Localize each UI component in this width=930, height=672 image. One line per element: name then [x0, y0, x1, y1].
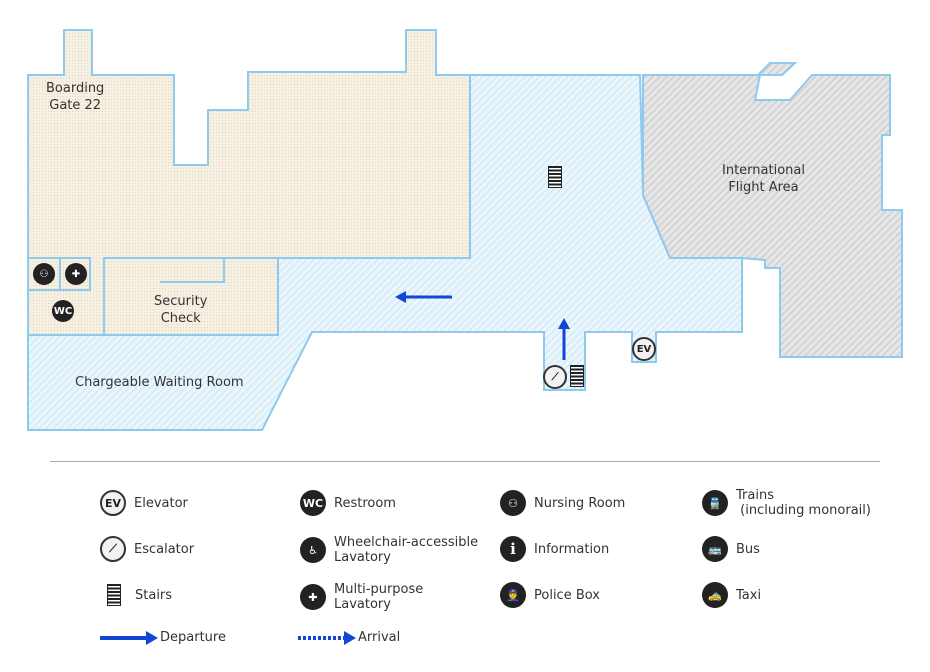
wheelchair-icon: ♿ [300, 537, 326, 563]
train-icon: 🚆 [702, 490, 728, 516]
departure-arrowhead [395, 291, 406, 303]
legend-label: Police Box [534, 587, 600, 603]
legend-label: Wheelchair-accessible Lavatory [334, 535, 479, 565]
nursing-room-icon[interactable]: ⚇ [33, 263, 55, 285]
legend-label: Nursing Room [534, 495, 626, 511]
international-area [642, 74, 903, 358]
elevator-icon: EV [100, 490, 126, 516]
legend-trains: 🚆 Trains (including monorail) [702, 488, 871, 518]
legend-label: Restroom [334, 495, 396, 511]
legend-stairs: Stairs [107, 584, 172, 606]
taxi-icon: 🚕 [702, 582, 728, 608]
arrival-arrow-icon [298, 630, 356, 645]
information-icon: i [500, 536, 526, 562]
area-boarding-gate-label: Boarding Gate 22 [46, 81, 105, 113]
legend-multipurpose: ✚ Multi-purpose Lavatory [300, 582, 423, 612]
departure-arrow-icon [100, 630, 158, 645]
legend-wheelchair: ♿ Wheelchair-accessible Lavatory [300, 535, 478, 565]
legend-elevator: EV Elevator [100, 490, 188, 516]
area-international-label: International Flight Area [722, 163, 805, 195]
legend-label: Information [534, 541, 610, 557]
legend-escalator: ⟋ Escalator [100, 536, 194, 562]
floor-map [27, 29, 903, 431]
stairs-icon [107, 584, 121, 606]
legend-departure: Departure [100, 630, 226, 645]
restroom-icon: WC [300, 490, 326, 516]
legend-label: Multi-purpose Lavatory [334, 582, 424, 612]
nursing-room-icon: ⚇ [500, 490, 526, 516]
legend-label: Bus [736, 541, 760, 557]
restroom-icon[interactable]: WC [52, 300, 74, 322]
multipurpose-lavatory-icon: ✚ [300, 584, 326, 610]
elevator-icon[interactable]: EV [632, 337, 656, 361]
escalator-icon: ⟋ [100, 536, 126, 562]
legend-bus: 🚌 Bus [702, 536, 760, 562]
area-waiting-room-label: Chargeable Waiting Room [75, 375, 244, 390]
legend-arrival: Arrival [298, 630, 400, 645]
stairs-icon[interactable] [548, 166, 562, 188]
legend-label: Elevator [134, 495, 188, 511]
multipurpose-lavatory-icon[interactable]: ✚ [65, 263, 87, 285]
bus-icon: 🚌 [702, 536, 728, 562]
legend-label: Stairs [135, 587, 173, 603]
legend-label: Taxi [736, 587, 762, 603]
police-box-icon: 👮 [500, 582, 526, 608]
legend-taxi: 🚕 Taxi [702, 582, 761, 608]
legend-police: 👮 Police Box [500, 582, 600, 608]
legend-label: Departure [160, 630, 226, 645]
departure-arrowhead-up [558, 318, 570, 329]
legend-information: i Information [500, 536, 609, 562]
bridge [755, 62, 798, 76]
legend-nursing: ⚇ Nursing Room [500, 490, 625, 516]
stairs-icon[interactable] [570, 365, 584, 387]
legend-restroom: WC Restroom [300, 490, 396, 516]
legend-divider [50, 461, 880, 462]
room-walls [28, 257, 278, 335]
area-security-label: Security Check [154, 294, 208, 326]
legend-label: Escalator [134, 541, 195, 557]
legend-label: Trains (including monorail) [736, 488, 871, 518]
legend-label: Arrival [358, 630, 401, 645]
escalator-icon[interactable]: ⟋ [543, 365, 567, 389]
